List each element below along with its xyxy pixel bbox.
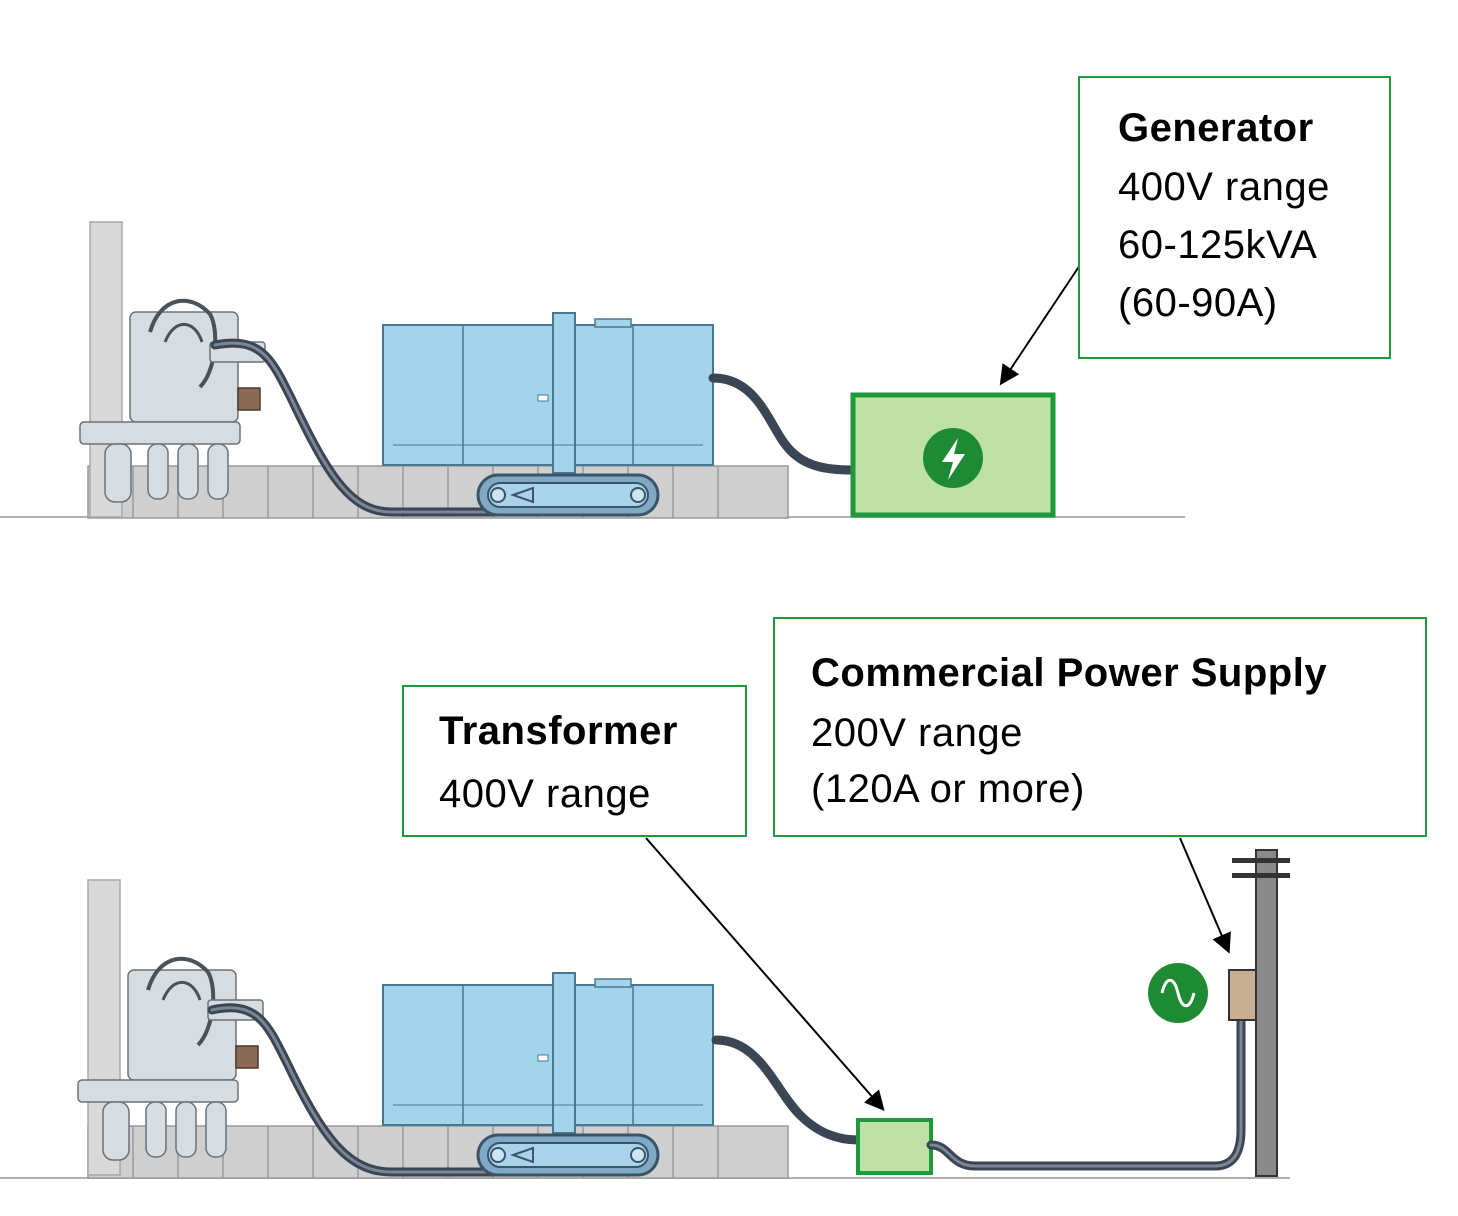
service-cable-highlight xyxy=(929,1016,1243,1168)
power-unit xyxy=(382,312,714,474)
generator-scenario xyxy=(0,220,1185,519)
generator-current: (60-90A) xyxy=(1118,281,1278,325)
transformer-callout: Transformer 400V range xyxy=(402,685,747,837)
distribution-board xyxy=(1228,969,1257,1021)
crawler-track xyxy=(476,473,660,517)
power-unit xyxy=(382,972,714,1134)
transformer-voltage: 400V range xyxy=(439,772,651,816)
lightning-bolt-icon xyxy=(923,428,983,488)
generator-title: Generator xyxy=(1118,106,1314,150)
commercial-scenario xyxy=(0,837,1290,1179)
hydraulic-hose-highlight xyxy=(213,341,502,514)
generator-callout: Generator 400V range 60-125kVA (60-90A) xyxy=(1078,76,1391,359)
commercial-power-current: (120A or more) xyxy=(811,767,1085,811)
crawler-track xyxy=(476,1133,660,1177)
generator-arrow xyxy=(999,264,1081,386)
commercial-power-title: Commercial Power Supply xyxy=(811,651,1328,695)
commercial-power-voltage: 200V range xyxy=(811,711,1023,755)
hydraulic-hose-highlight xyxy=(210,1006,502,1174)
transformer-title: Transformer xyxy=(439,709,678,753)
ac-sine-wave-icon xyxy=(1148,963,1208,1023)
generator-capacity: 60-125kVA xyxy=(1118,223,1318,267)
generator-voltage: 400V range xyxy=(1118,165,1330,209)
commercial-arrow xyxy=(1179,837,1231,954)
service-cable xyxy=(926,1013,1246,1171)
power-cable xyxy=(708,373,857,475)
power-cable xyxy=(711,1035,863,1145)
transformer-arrow xyxy=(645,837,885,1112)
commercial-power-callout: Commercial Power Supply 200V range (120A… xyxy=(773,617,1427,837)
transformer-box xyxy=(856,1118,933,1175)
